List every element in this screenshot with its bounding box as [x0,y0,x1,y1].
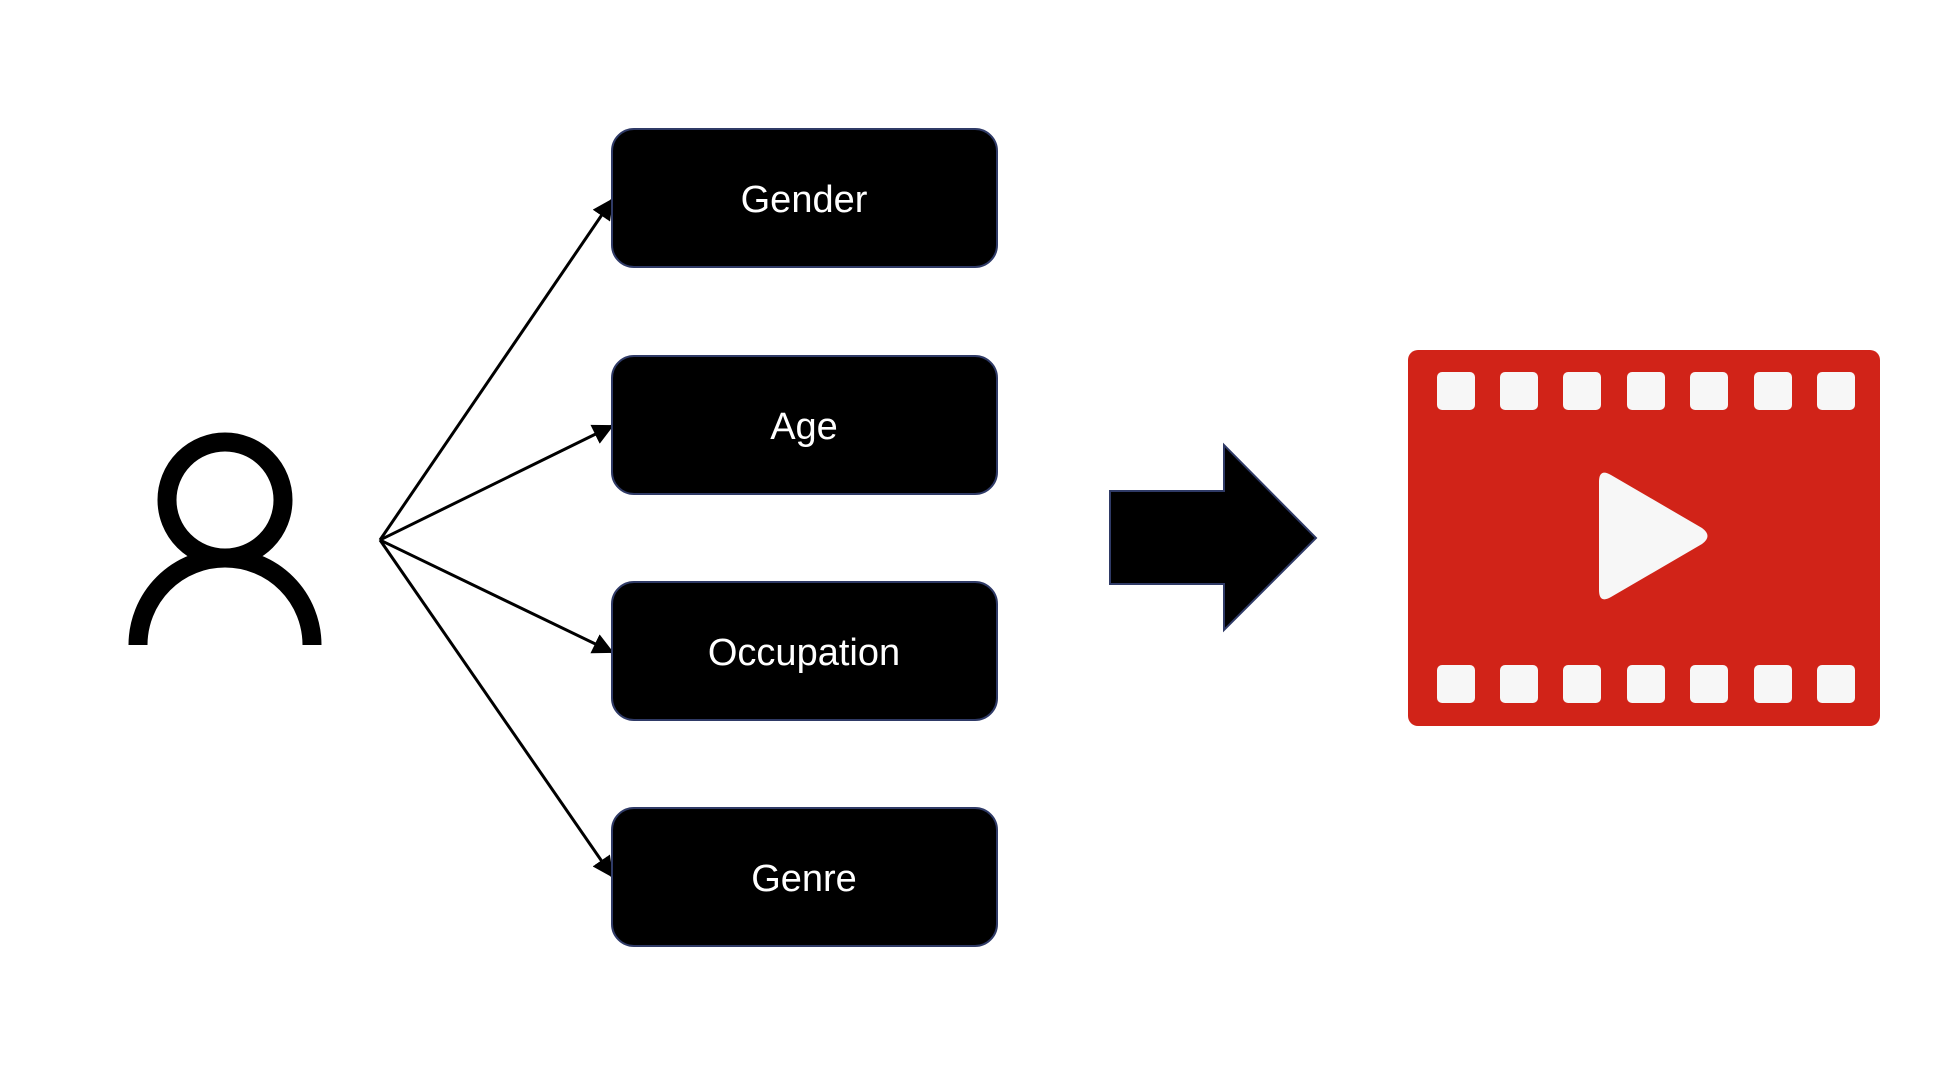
film-play-icon [1408,350,1880,726]
user-icon [128,432,322,646]
feature-node-label: Genre [751,858,857,900]
feature-node-gender: Gender [611,128,998,268]
play-icon [1599,472,1708,600]
right-arrow-icon [1109,442,1318,633]
connector-group [378,198,614,878]
feature-node-age: Age [611,355,998,495]
connector-occupation [379,538,614,654]
connector-gender [378,198,614,541]
connector-genre [378,539,614,878]
feature-node-label: Gender [741,179,868,221]
connector-age [379,424,614,542]
feature-node-label: Occupation [708,632,900,674]
feature-node-genre: Genre [611,807,998,947]
feature-node-label: Age [770,406,838,448]
feature-node-occupation: Occupation [611,581,998,721]
